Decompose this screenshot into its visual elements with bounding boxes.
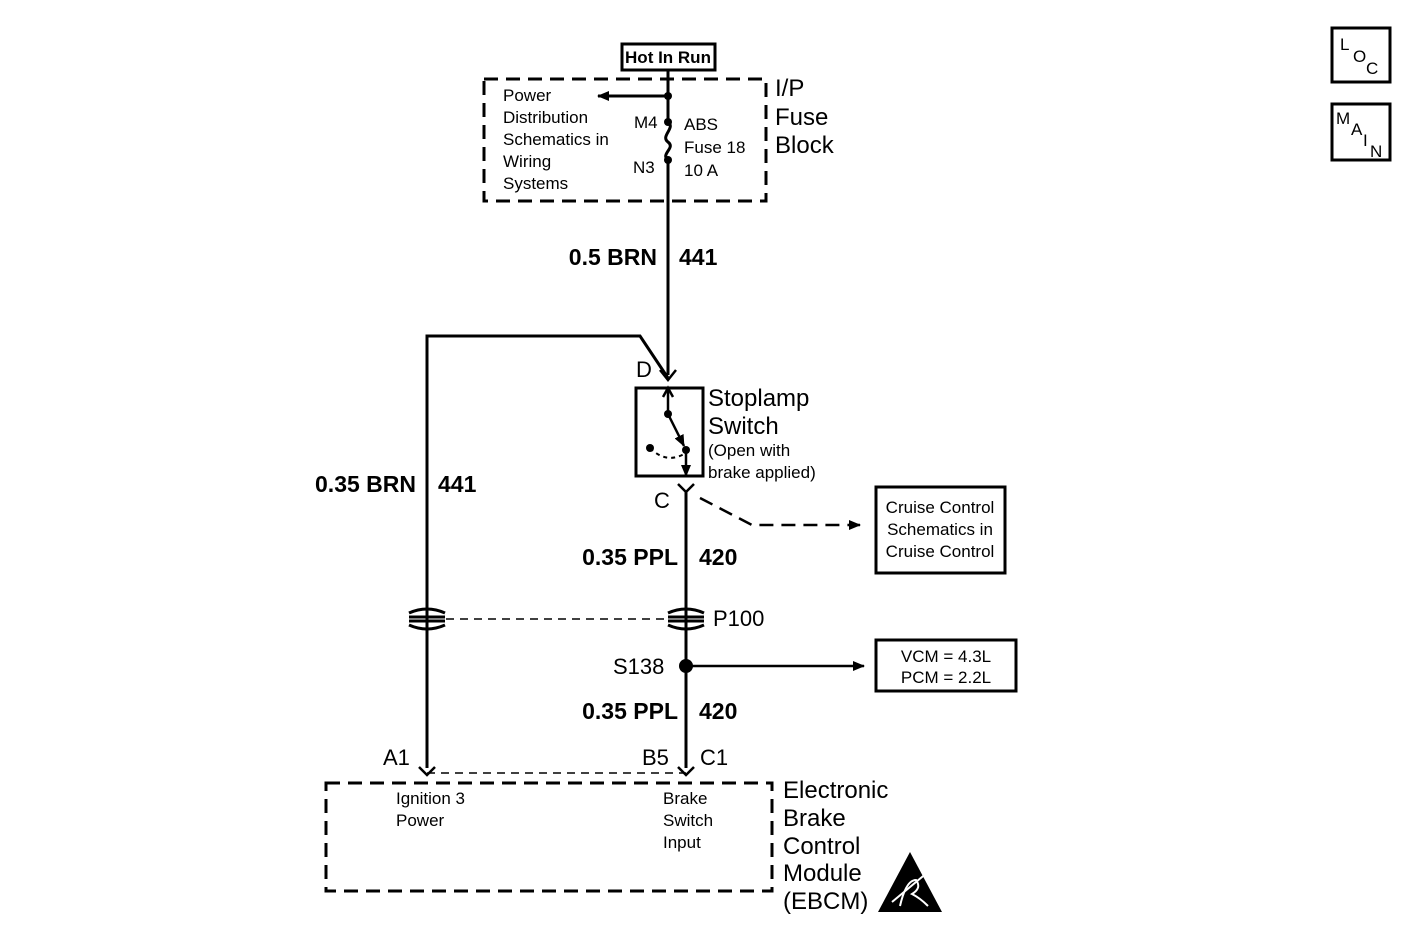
ignition-power-2: Power <box>396 811 445 830</box>
svg-text:N: N <box>1370 142 1382 161</box>
svg-text:I: I <box>1363 131 1368 150</box>
ip-fuse-block: I/P Fuse Block Power Distribution Schema… <box>482 75 835 203</box>
terminal-c-chevron <box>677 483 695 494</box>
power-dist-line-4: Wiring <box>503 152 551 171</box>
brake-input-3: Input <box>663 833 701 852</box>
terminal-d-chevron <box>659 369 677 383</box>
pin-b5-label: B5 <box>642 745 669 770</box>
pin-c1-label: C1 <box>700 745 728 770</box>
wire-mid-circuit: 420 <box>699 544 737 570</box>
pin-n3: N3 <box>633 158 655 177</box>
wire-low-gauge: 0.35 PPL <box>582 698 678 724</box>
ebcm-title-2: Brake <box>783 805 846 832</box>
ignition-power-1: Ignition 3 <box>396 789 465 808</box>
terminal-d-label: D <box>636 357 652 382</box>
ebcm-title-5: (EBCM) <box>783 888 868 915</box>
vcm-pcm-ref-box[interactable]: VCM = 4.3L PCM = 2.2L <box>874 638 1018 693</box>
pin-m4: M4 <box>634 113 658 132</box>
connector-p100: P100 <box>408 606 764 631</box>
stoplamp-title-1: Stoplamp <box>708 385 809 412</box>
connector-label: P100 <box>713 606 764 631</box>
junction-dot <box>664 92 672 100</box>
svg-text:C: C <box>1366 59 1378 78</box>
cruise-control-ref-box[interactable]: Cruise Control Schematics in Cruise Cont… <box>874 485 1007 575</box>
stoplamp-title-2: Switch <box>708 413 779 440</box>
splice-label: S138 <box>613 654 664 679</box>
power-dist-line-1: Power <box>503 86 552 105</box>
svg-text:M: M <box>1336 109 1350 128</box>
ebcm-module: A1 B5 C1 Ignition 3 Power Brake Switch I… <box>324 745 888 915</box>
stoplamp-note-2: brake applied) <box>708 463 816 482</box>
fuse-icon <box>664 120 672 162</box>
svg-text:L: L <box>1340 35 1349 54</box>
left-branch-wire <box>425 334 670 768</box>
svg-text:PCM = 2.2L: PCM = 2.2L <box>901 668 991 687</box>
brake-input-2: Switch <box>663 811 713 830</box>
loc-button[interactable]: L O C <box>1330 26 1392 84</box>
fuse-block-title-2: Fuse <box>775 104 828 131</box>
fuse-label-3: 10 A <box>684 161 719 180</box>
stoplamp-note-1: (Open with <box>708 441 790 460</box>
hot-in-run-label: Hot In Run <box>620 42 717 72</box>
cruise-dashed-lead <box>699 496 861 530</box>
power-dist-line-2: Distribution <box>503 108 588 127</box>
ebcm-title-1: Electronic <box>783 777 888 804</box>
main-button[interactable]: M A I N <box>1330 102 1392 162</box>
esd-warning-icon <box>878 852 942 912</box>
fuse-block-title-3: Block <box>775 132 835 159</box>
fuse-terminal-m4 <box>664 118 672 126</box>
wire-top-circuit: 441 <box>679 244 718 270</box>
svg-text:A: A <box>1351 120 1363 139</box>
ebcm-title-4: Module <box>783 860 862 887</box>
wire-mid-gauge: 0.35 PPL <box>582 544 678 570</box>
svg-text:Schematics in: Schematics in <box>887 520 993 539</box>
fuse-label-2: Fuse 18 <box>684 138 745 157</box>
stoplamp-switch: D C Stoplamp Switch (Open with brake app… <box>634 357 816 513</box>
wire-low-circuit: 420 <box>699 698 737 724</box>
brake-input-1: Brake <box>663 789 707 808</box>
wire-left-circuit: 441 <box>438 471 477 497</box>
wire-left-gauge: 0.35 BRN <box>315 471 416 497</box>
fuse-block-title-1: I/P <box>775 75 804 102</box>
fuse-label-1: ABS <box>684 115 718 134</box>
svg-text:Cruise Control: Cruise Control <box>886 542 995 561</box>
svg-text:Cruise Control: Cruise Control <box>886 498 995 517</box>
terminal-c-label: C <box>654 488 670 513</box>
svg-text:Hot In Run: Hot In Run <box>625 48 711 67</box>
svg-text:VCM = 4.3L: VCM = 4.3L <box>901 647 991 666</box>
power-dist-line-3: Schematics in <box>503 130 609 149</box>
ebcm-title-3: Control <box>783 833 860 860</box>
power-dist-line-5: Systems <box>503 174 568 193</box>
svg-text:O: O <box>1353 47 1366 66</box>
wire-top-gauge: 0.5 BRN <box>569 244 657 270</box>
fuse-terminal-n3 <box>664 156 672 164</box>
pin-a1-label: A1 <box>383 745 410 770</box>
